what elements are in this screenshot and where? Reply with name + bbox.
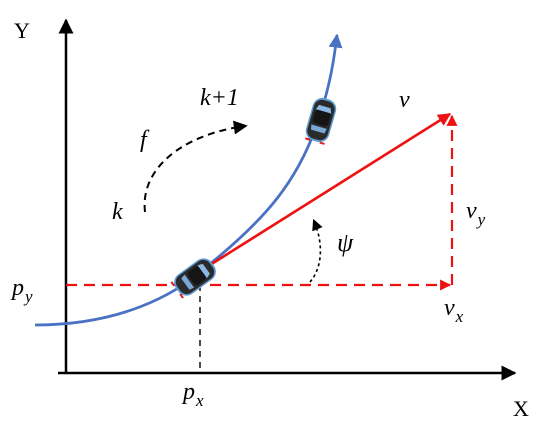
vy-label: vy [466, 198, 486, 229]
y-axis-label: Y [14, 18, 30, 43]
velocity-vector [209, 112, 452, 267]
vx-label: vx [444, 295, 464, 326]
px-label: px [183, 379, 204, 410]
v-label: v [399, 87, 410, 113]
car-icon-k-plus-1 [303, 95, 339, 146]
x-axis-label: X [513, 396, 529, 421]
f-label: f [140, 127, 147, 153]
trajectory-curve [34, 33, 343, 327]
k-label: k [112, 199, 123, 225]
psi-label: ψ [337, 228, 354, 257]
step-arc [143, 120, 248, 213]
py-label: py [12, 275, 33, 306]
k-next-label: k+1 [200, 85, 239, 111]
psi-angle-arc [309, 218, 323, 283]
